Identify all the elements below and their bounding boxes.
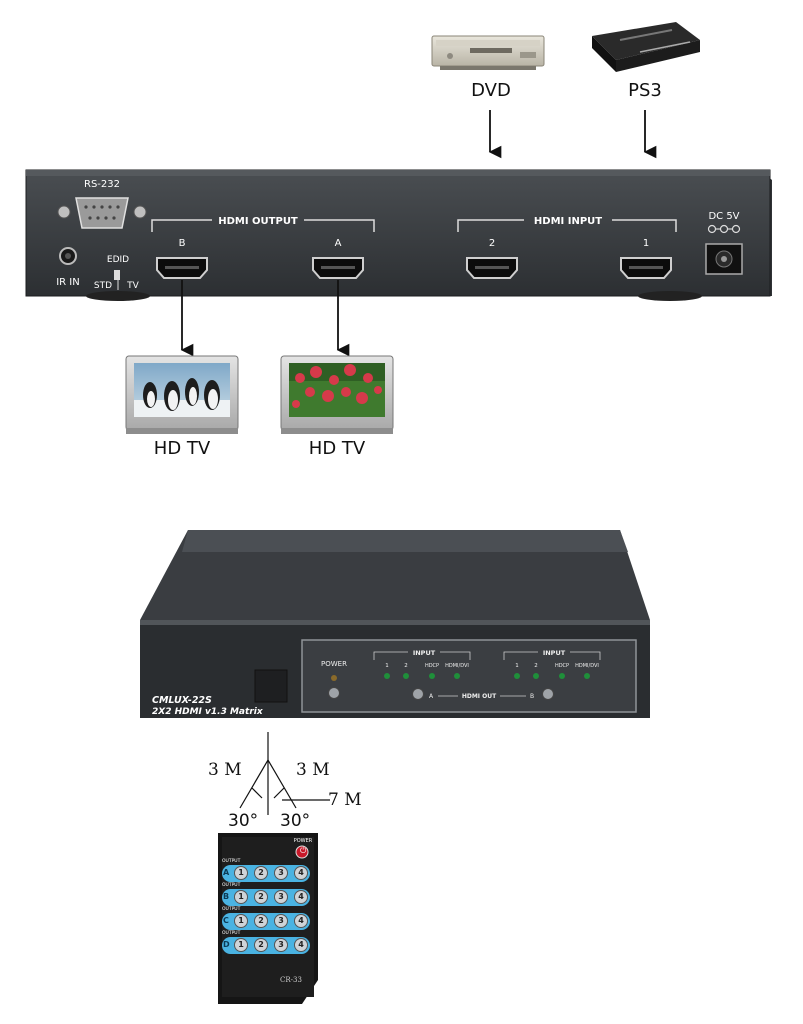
dvd-label: DVD [471,80,511,101]
hdmi-output-label: HDMI OUTPUT [218,216,298,227]
remote-button-a-2[interactable]: 2 [254,866,268,880]
remote-button-c-4[interactable]: 4 [294,914,308,928]
front-out-a-label: A [429,693,434,700]
led-a-1-label: 1 [385,663,389,669]
remote-button-a-3[interactable]: 3 [274,866,288,880]
remote-row-label-d: D [223,940,230,949]
output-b-label: B [179,238,186,249]
remote-power-label: POWER [293,838,313,844]
ps3-console-icon [592,22,700,72]
remote-button-d-2[interactable]: 2 [254,938,268,952]
dc-5v-label: DC 5V [708,211,739,222]
remote-button-b-2[interactable]: 2 [254,890,268,904]
range-left-distance: 3 M [208,760,242,780]
remote-output-label: OUTPUT [222,883,241,888]
remote-button-a-4[interactable]: 4 [294,866,308,880]
remote-row-label-a: A [223,868,230,877]
range-right-distance: 3 M [296,760,330,780]
hd-tv-b-label: HD TV [153,438,211,459]
led-b-hdmidvi-label: HDMI/DVI [575,663,599,669]
edid-std-label: STD [94,281,112,291]
tv-b-icon [125,355,239,434]
remote-button-a-1[interactable]: 1 [234,866,248,880]
remote-button-d-1[interactable]: 1 [234,938,248,952]
front-unit [140,530,650,718]
input-b-group-label: INPUT [543,649,566,657]
power-label: POWER [321,660,347,668]
remote-button-d-4[interactable]: 4 [294,938,308,952]
remote-output-label: OUTPUT [222,931,241,936]
remote-button-b-3[interactable]: 3 [274,890,288,904]
remote-button-b-4[interactable]: 4 [294,890,308,904]
output-a-label: A [335,238,342,249]
led-a-hdmidvi-label: HDMI/DVI [445,663,469,669]
remote-button-d-3[interactable]: 3 [274,938,288,952]
remote-output-label: OUTPUT [222,907,241,912]
led-b-2-label: 2 [534,663,538,669]
led-b-hdcp-label: HDCP [555,663,569,669]
ir-range-lines [239,732,330,815]
hd-tv-a-label: HD TV [308,438,366,459]
tv-a-icon [280,355,394,434]
remote-button-b-1[interactable]: 1 [234,890,248,904]
rs232-label: RS-232 [84,179,120,190]
input-a-group-label: INPUT [413,649,436,657]
model-subtitle: 2X2 HDMI v1.3 Matrix [152,707,264,717]
led-a-hdcp-label: HDCP [425,663,439,669]
remote-button-c-1[interactable]: 1 [234,914,248,928]
input-2-label: 2 [489,238,495,249]
remote-power-icon[interactable]: ⏻ [300,846,307,855]
ir-in-label: IR IN [56,277,80,288]
range-right-angle: 30° [280,811,311,831]
edid-tv-label: TV [126,281,139,291]
edid-label: EDID [107,255,129,265]
ps3-label: PS3 [628,80,662,101]
front-out-b-label: B [530,693,534,700]
dvd-player-icon [431,35,545,70]
remote-model-label: CR-33 [280,976,302,984]
remote-row-label-c: C [223,916,229,925]
remote-row-label-b: B [223,892,230,901]
led-b-1-label: 1 [515,663,519,669]
remote-button-c-2[interactable]: 2 [254,914,268,928]
remote-button-c-3[interactable]: 3 [274,914,288,928]
model-label: CMLUX-22S [152,695,212,706]
hdmi-out-label: HDMI OUT [462,693,497,700]
led-a-2-label: 2 [404,663,408,669]
range-left-angle: 30° [228,811,259,831]
remote-output-label: OUTPUT [222,859,241,864]
rear-panel [25,169,772,301]
range-center-distance: 7 M [328,790,362,810]
hdmi-input-label: HDMI INPUT [534,216,602,227]
input-1-label: 1 [643,238,649,249]
